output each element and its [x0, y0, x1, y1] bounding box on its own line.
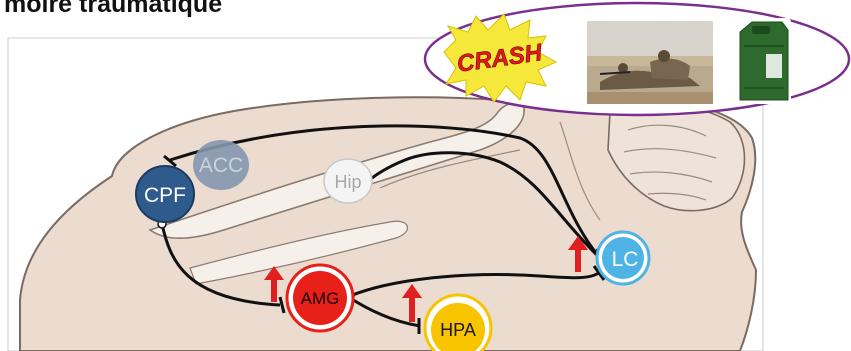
node-amg-label: AMG [301, 289, 340, 308]
soldiers-photo [587, 21, 713, 104]
node-lc: LC [597, 232, 649, 284]
jerrycan-photo [733, 18, 791, 104]
trauma-stimuli-bubble: CRASH [425, 3, 849, 115]
node-hip: Hip [324, 159, 372, 203]
node-acc-label: ACC [199, 154, 243, 177]
node-hip-label: Hip [334, 172, 361, 192]
node-lc-label: LC [612, 248, 639, 271]
node-acc: ACC [193, 140, 249, 190]
node-hpa-label: HPA [440, 320, 476, 340]
node-hpa: HPA [425, 295, 491, 351]
node-cpf: CPF [136, 166, 194, 222]
node-cpf-label: CPF [144, 184, 186, 207]
node-amg: AMG [287, 265, 353, 331]
